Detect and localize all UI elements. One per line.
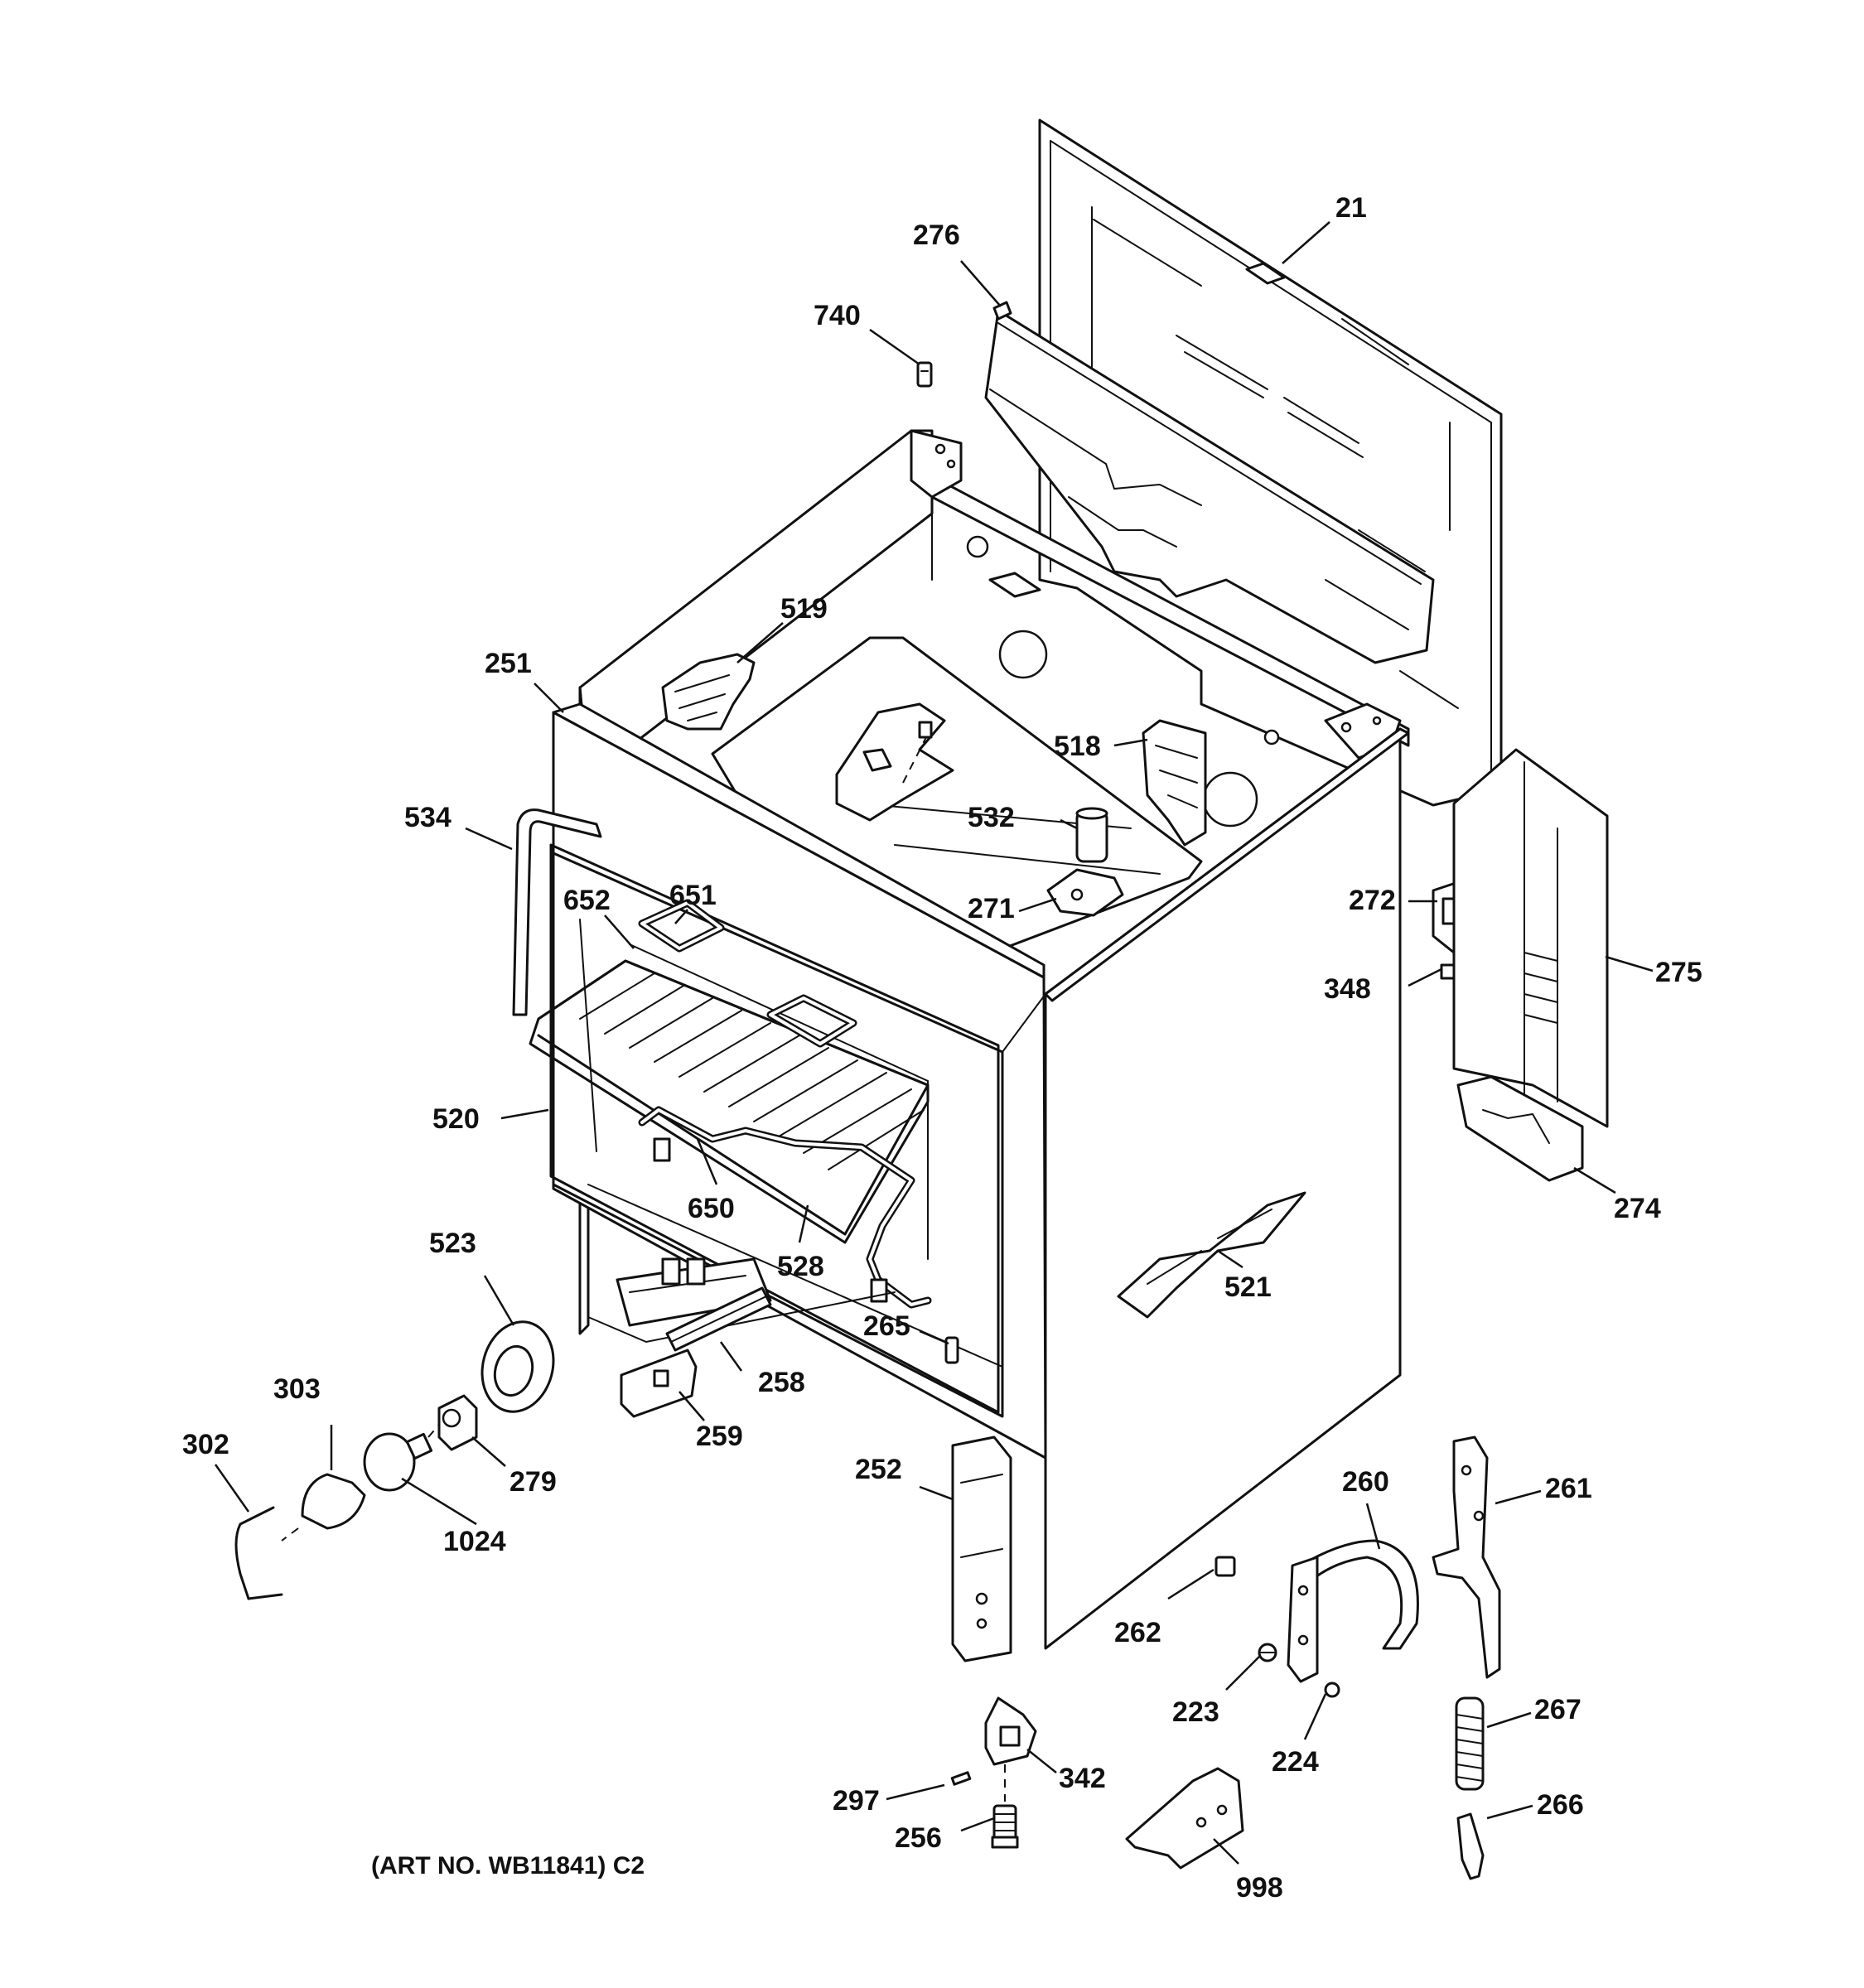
part-label-276: 276 bbox=[913, 220, 960, 251]
drawer-rail-258 bbox=[665, 1286, 772, 1352]
wire-clip-302 bbox=[234, 1506, 283, 1600]
part-label-348: 348 bbox=[1324, 973, 1371, 1005]
part-label-260: 260 bbox=[1342, 1466, 1389, 1498]
insulation-519 bbox=[661, 653, 756, 731]
part-label-521: 521 bbox=[1224, 1271, 1272, 1303]
part-label-652: 652 bbox=[563, 885, 611, 916]
hinge-receptacle-252 bbox=[951, 1436, 1012, 1662]
drawer-slide-259 bbox=[620, 1349, 698, 1418]
leveling-leg-256 bbox=[991, 1804, 1019, 1849]
side-cover-275 bbox=[1452, 748, 1609, 1128]
part-label-518: 518 bbox=[1054, 731, 1101, 762]
part-label-267: 267 bbox=[1534, 1694, 1582, 1725]
leader-lines bbox=[214, 221, 1654, 1865]
clip-265 bbox=[944, 1336, 959, 1364]
nut-224 bbox=[1324, 1682, 1340, 1698]
bracket-274 bbox=[1456, 1075, 1584, 1182]
leveling-bracket-342 bbox=[984, 1696, 1037, 1802]
pin-297 bbox=[950, 1771, 972, 1786]
part-label-256: 256 bbox=[895, 1822, 942, 1854]
part-label-650: 650 bbox=[688, 1193, 735, 1224]
part-label-534: 534 bbox=[404, 802, 452, 833]
clip-740 bbox=[916, 361, 933, 388]
part-label-224: 224 bbox=[1272, 1746, 1319, 1778]
part-label-1024: 1024 bbox=[443, 1526, 506, 1557]
hinge-arm-260 bbox=[1287, 1539, 1419, 1683]
part-label-266: 266 bbox=[1537, 1789, 1584, 1821]
part-labels: 21 276 740 519 251 518 534 532 652 651 2… bbox=[182, 192, 1702, 1904]
spring-267 bbox=[1455, 1696, 1485, 1791]
part-label-265: 265 bbox=[863, 1310, 910, 1342]
part-label-651: 651 bbox=[669, 880, 717, 911]
part-label-520: 520 bbox=[432, 1103, 480, 1135]
part-label-998: 998 bbox=[1236, 1872, 1283, 1904]
part-label-302: 302 bbox=[182, 1429, 229, 1460]
part-label-271: 271 bbox=[968, 893, 1015, 924]
spring-link-266 bbox=[1456, 1812, 1485, 1880]
part-label-297: 297 bbox=[833, 1785, 880, 1817]
rear-rail-276 bbox=[984, 301, 1435, 664]
hinge-261 bbox=[1432, 1436, 1501, 1679]
lamp-cover-303 bbox=[281, 1473, 366, 1542]
part-label-342: 342 bbox=[1059, 1763, 1106, 1794]
part-label-528: 528 bbox=[777, 1251, 824, 1282]
part-label-272: 272 bbox=[1349, 885, 1396, 916]
part-label-252: 252 bbox=[855, 1454, 902, 1485]
part-label-523: 523 bbox=[429, 1228, 476, 1259]
part-label-274: 274 bbox=[1614, 1193, 1661, 1224]
part-label-259: 259 bbox=[696, 1421, 743, 1452]
screw-223 bbox=[1258, 1643, 1277, 1662]
part-label-251: 251 bbox=[485, 648, 532, 679]
part-label-275: 275 bbox=[1655, 957, 1702, 988]
lamp-socket-279 bbox=[437, 1394, 478, 1451]
gasket-534 bbox=[512, 808, 602, 1016]
part-label-532: 532 bbox=[968, 802, 1015, 833]
part-label-21: 21 bbox=[1335, 192, 1367, 224]
part-label-279: 279 bbox=[509, 1466, 557, 1498]
sensor-bracket-271 bbox=[1046, 868, 1124, 917]
part-label-303: 303 bbox=[273, 1373, 321, 1405]
part-label-262: 262 bbox=[1114, 1617, 1161, 1648]
part-label-223: 223 bbox=[1172, 1696, 1219, 1728]
clip-262 bbox=[1214, 1556, 1236, 1577]
part-label-519: 519 bbox=[780, 593, 828, 625]
light-bulb-1024 bbox=[363, 1424, 440, 1492]
part-label-740: 740 bbox=[814, 300, 861, 331]
lamp-housing-523 bbox=[480, 1320, 555, 1413]
art-number: (ART NO. WB11841) C2 bbox=[371, 1852, 645, 1879]
part-label-258: 258 bbox=[758, 1367, 805, 1398]
sensor-532 bbox=[1075, 807, 1108, 863]
anti-tip-bracket-998 bbox=[1125, 1767, 1244, 1870]
part-label-261: 261 bbox=[1545, 1473, 1592, 1504]
insulation-518 bbox=[1142, 719, 1207, 847]
